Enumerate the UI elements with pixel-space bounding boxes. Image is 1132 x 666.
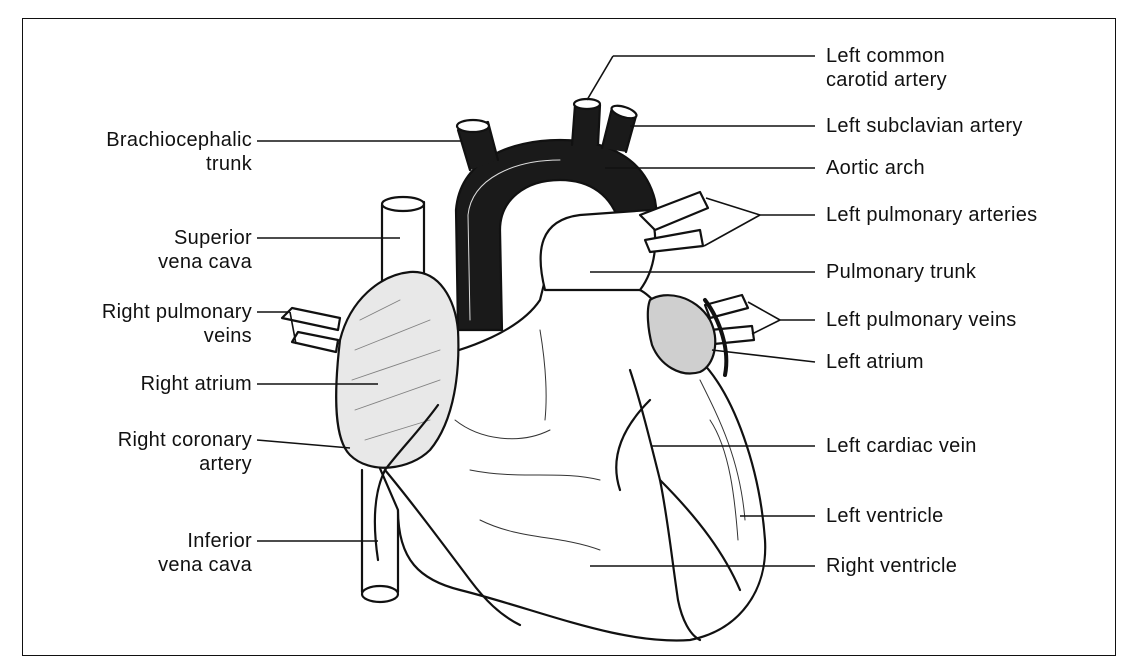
pulmonary-trunk-shape <box>541 210 656 290</box>
label-right-ventricle: Right ventricle <box>826 554 957 578</box>
label-line: Brachiocephalic <box>24 128 252 152</box>
label-line: artery <box>24 452 252 476</box>
label-left-pulmonary-arteries: Left pulmonary arteries <box>826 203 1037 227</box>
label-line: Left subclavian artery <box>826 114 1023 138</box>
label-line: carotid artery <box>826 68 947 92</box>
label-line: Inferior <box>24 529 252 553</box>
label-line: Left pulmonary veins <box>826 308 1017 332</box>
label-line: vena cava <box>24 250 252 274</box>
label-line: vena cava <box>24 553 252 577</box>
left-carotid-subclavian-shape <box>572 99 638 152</box>
label-left-common-carotid-artery: Left common carotid artery <box>826 44 947 92</box>
label-line: Left common <box>826 44 947 68</box>
label-right-pulmonary-veins: Right pulmonary veins <box>24 300 252 348</box>
label-line: Right pulmonary <box>24 300 252 324</box>
label-line: Pulmonary trunk <box>826 260 976 284</box>
label-inferior-vena-cava: Inferior vena cava <box>24 529 252 577</box>
label-line: Right coronary <box>24 428 252 452</box>
label-line: Left ventricle <box>826 504 944 528</box>
label-line: Right ventricle <box>826 554 957 578</box>
label-line: Left cardiac vein <box>826 434 977 458</box>
label-aortic-arch: Aortic arch <box>826 156 925 180</box>
label-left-atrium: Left atrium <box>826 350 924 374</box>
label-brachiocephalic-trunk: Brachiocephalic trunk <box>24 128 252 176</box>
label-right-coronary-artery: Right coronary artery <box>24 428 252 476</box>
label-right-atrium: Right atrium <box>24 372 252 396</box>
label-pulmonary-trunk: Pulmonary trunk <box>826 260 976 284</box>
label-left-ventricle: Left ventricle <box>826 504 944 528</box>
label-left-cardiac-vein: Left cardiac vein <box>826 434 977 458</box>
label-line: Right atrium <box>24 372 252 396</box>
label-line: Aortic arch <box>826 156 925 180</box>
label-line: Superior <box>24 226 252 250</box>
label-line: trunk <box>24 152 252 176</box>
label-left-subclavian-artery: Left subclavian artery <box>826 114 1023 138</box>
label-superior-vena-cava: Superior vena cava <box>24 226 252 274</box>
label-line: Left atrium <box>826 350 924 374</box>
label-left-pulmonary-veins: Left pulmonary veins <box>826 308 1017 332</box>
label-line: veins <box>24 324 252 348</box>
label-line: Left pulmonary arteries <box>826 203 1037 227</box>
